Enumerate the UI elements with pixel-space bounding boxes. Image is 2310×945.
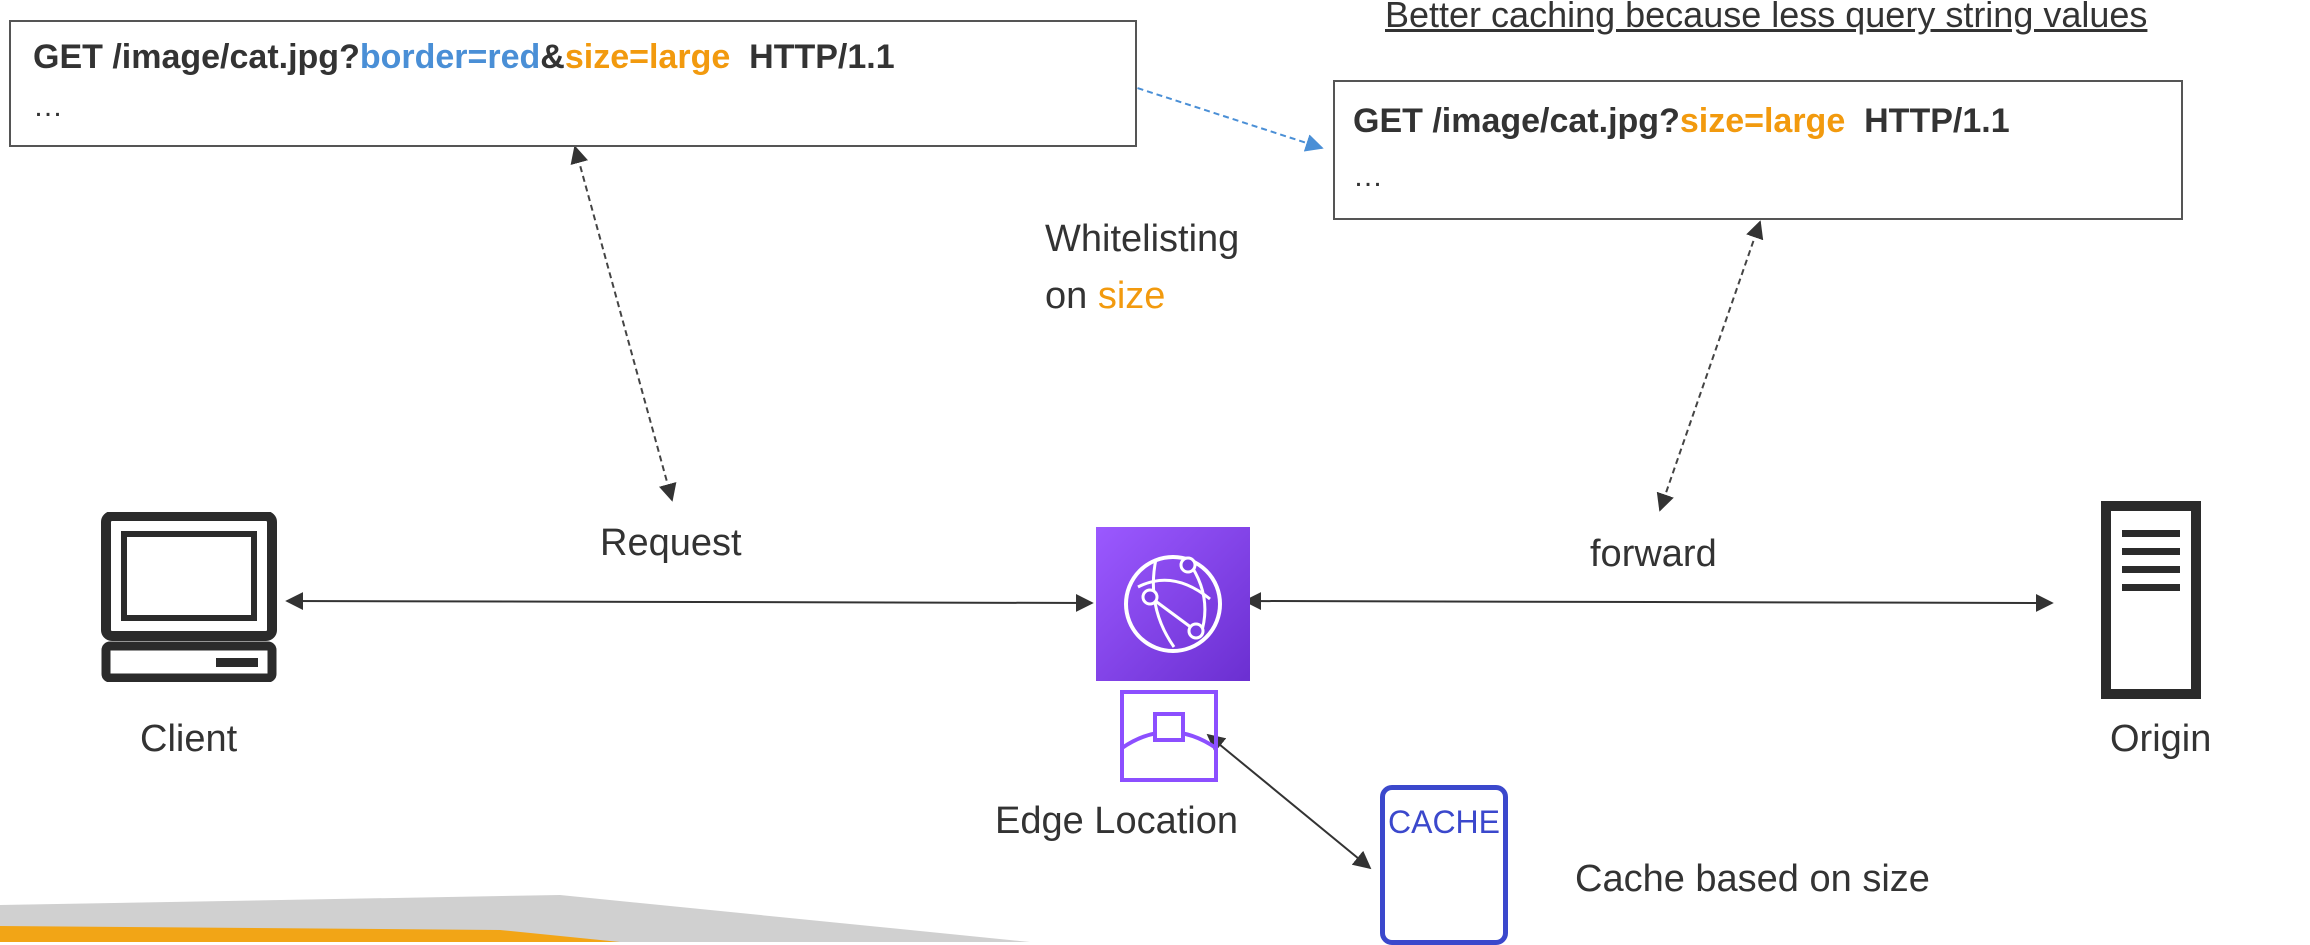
- edge-origin-line: [1243, 592, 2054, 612]
- client-edge-line: [285, 592, 1094, 612]
- cache-icon: CACHE: [1380, 785, 1508, 945]
- whitelist-keyword: size: [1097, 275, 1166, 317]
- laptop-icon: [98, 511, 280, 683]
- cache-badge-text: CACHE: [1387, 804, 1500, 840]
- request-protocol: HTTP/1.1: [730, 38, 895, 76]
- whitelist-label-line1: Whitelisting: [1045, 218, 1240, 260]
- whitelist-prefix: on: [1045, 275, 1098, 317]
- whitelist-label-line2: on size: [1045, 275, 1165, 318]
- request-box: GET /image/cat.jpg?border=red&size=large…: [9, 20, 1137, 147]
- request-path: GET /image/cat.jpg?: [33, 38, 360, 76]
- cloudfront-icon: [1096, 527, 1250, 681]
- decor-stripe-accent: [0, 926, 620, 942]
- forward-protocol: HTTP/1.1: [1845, 102, 2010, 140]
- caching-note: Better caching because less query string…: [1385, 0, 2148, 35]
- edge-cache-line: [1206, 733, 1372, 870]
- request-label: Request: [600, 522, 742, 564]
- cache-caption: Cache based on size: [1575, 858, 1930, 900]
- param-border: border=red: [359, 38, 541, 76]
- client-label: Client: [140, 718, 238, 760]
- request-line: GET /image/cat.jpg?border=red&size=large…: [33, 38, 895, 77]
- forward-dashed-line: [1656, 220, 1764, 512]
- param-size: size=large: [564, 38, 731, 76]
- whitelist-arrow: [1127, 84, 1324, 152]
- forward-param-size: size=large: [1679, 102, 1846, 140]
- request-ellipsis: …: [33, 90, 63, 123]
- forward-path: GET /image/cat.jpg?: [1353, 102, 1680, 140]
- param-separator: &: [540, 38, 565, 76]
- server-icon: [2100, 500, 2202, 700]
- edge-location-icon: [1118, 688, 1220, 784]
- origin-label: Origin: [2110, 718, 2212, 760]
- forward-box: GET /image/cat.jpg?size=large HTTP/1.1 …: [1333, 80, 2183, 220]
- edge-location-label: Edge Location: [995, 800, 1238, 842]
- forward-label: forward: [1590, 533, 1717, 575]
- request-dashed-line: [570, 145, 677, 502]
- forward-request-line: GET /image/cat.jpg?size=large HTTP/1.1: [1353, 102, 2010, 141]
- forward-ellipsis: …: [1353, 160, 1383, 193]
